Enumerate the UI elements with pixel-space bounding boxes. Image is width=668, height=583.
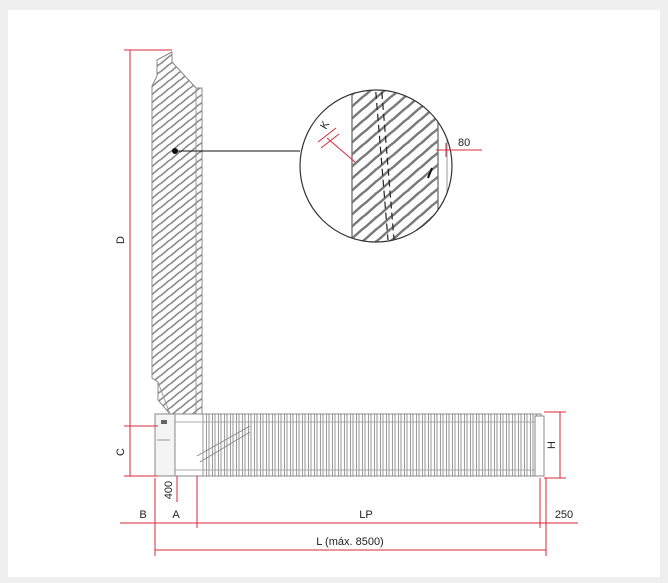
slat xyxy=(412,413,417,477)
slat xyxy=(352,413,357,477)
slat xyxy=(508,413,513,477)
slat xyxy=(364,413,369,477)
slat xyxy=(262,413,267,477)
dim-D-label: D xyxy=(115,236,127,244)
slat xyxy=(496,413,501,477)
slat xyxy=(436,413,441,477)
slat xyxy=(382,413,387,477)
slat xyxy=(370,413,375,477)
dim-LP-label: LP xyxy=(359,509,372,521)
slat xyxy=(232,413,237,477)
slat xyxy=(292,413,297,477)
dim-A-label: A xyxy=(172,509,180,521)
horizontal-panel xyxy=(174,413,545,477)
slat xyxy=(238,413,243,477)
detail-circle xyxy=(299,89,453,243)
slat xyxy=(256,413,261,477)
vertical-panel xyxy=(151,51,203,415)
slat xyxy=(202,413,207,477)
slat xyxy=(442,413,447,477)
slat xyxy=(472,413,477,477)
slat xyxy=(394,413,399,477)
slat xyxy=(322,413,327,477)
dim-250-label: 250 xyxy=(555,509,573,521)
slat xyxy=(520,413,525,477)
slat xyxy=(430,413,435,477)
slat xyxy=(358,413,363,477)
slat xyxy=(478,413,483,477)
slat xyxy=(448,413,453,477)
slat xyxy=(466,413,471,477)
dim-400: 400 xyxy=(163,476,178,502)
dim-C: C xyxy=(115,426,158,477)
detail-leader xyxy=(172,148,300,154)
dim-L: L (máx. 8500) xyxy=(154,478,547,556)
slat xyxy=(376,413,381,477)
slat xyxy=(514,413,519,477)
slat xyxy=(208,413,213,477)
dim-L-label: L (máx. 8500) xyxy=(316,536,383,548)
dim-B-label: B xyxy=(139,509,146,521)
slat xyxy=(244,413,249,477)
slat xyxy=(250,413,255,477)
slat xyxy=(526,413,531,477)
slat xyxy=(334,413,339,477)
slat xyxy=(274,413,279,477)
dim-C-label: C xyxy=(115,448,127,456)
dim-H: H xyxy=(544,411,566,479)
slat xyxy=(220,413,225,477)
slat xyxy=(484,413,489,477)
base-block xyxy=(154,413,176,477)
slat xyxy=(406,413,411,477)
slat xyxy=(286,413,291,477)
dim-400-label: 400 xyxy=(163,481,175,499)
slat xyxy=(304,413,309,477)
slat xyxy=(388,413,393,477)
slat xyxy=(340,413,345,477)
slat xyxy=(268,413,273,477)
slat xyxy=(454,413,459,477)
slat xyxy=(298,413,303,477)
slat xyxy=(328,413,333,477)
dim-bottom-row: B A LP 250 xyxy=(120,476,578,528)
slat xyxy=(502,413,507,477)
detail-80-label: 80 xyxy=(458,137,470,149)
slat xyxy=(418,413,423,477)
slat xyxy=(460,413,465,477)
slat xyxy=(316,413,321,477)
slat xyxy=(346,413,351,477)
slat xyxy=(280,413,285,477)
slat xyxy=(400,413,405,477)
dim-H-label: H xyxy=(546,441,558,449)
slat xyxy=(310,413,315,477)
slat xyxy=(490,413,495,477)
slat xyxy=(424,413,429,477)
